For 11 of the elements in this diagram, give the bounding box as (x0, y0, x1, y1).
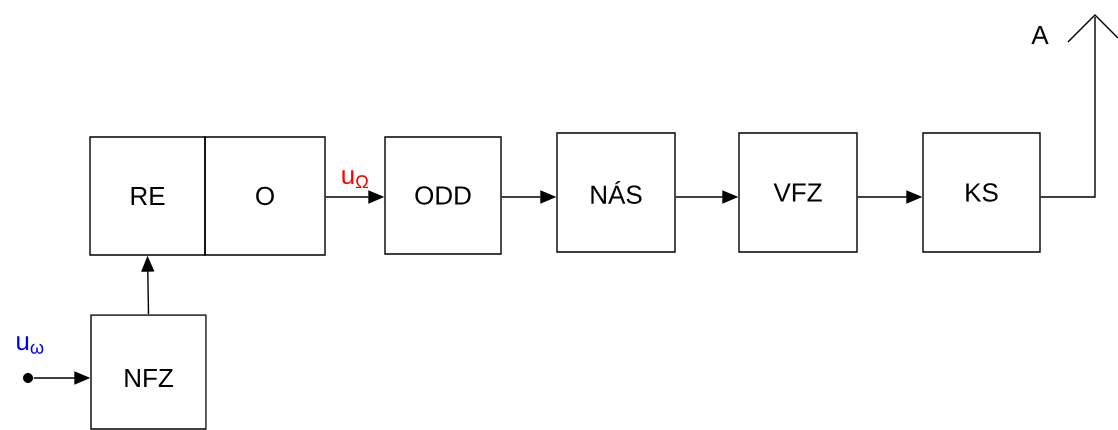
edge-label: u$_{Ω}$ (342, 170, 368, 189)
block-box: NÁS (556, 132, 676, 253)
block-box: ODD (384, 136, 502, 255)
block-box: VFZ (738, 132, 858, 253)
block-box: KS (922, 132, 1041, 253)
block-box: RE (89, 136, 206, 256)
block-box: O (204, 136, 326, 256)
signal-label: A (1031, 26, 1049, 44)
antenna-symbol (1067, 14, 1118, 43)
block-box: NFZ (90, 314, 207, 430)
signal-label: u$_{ω}$ (17, 336, 44, 354)
